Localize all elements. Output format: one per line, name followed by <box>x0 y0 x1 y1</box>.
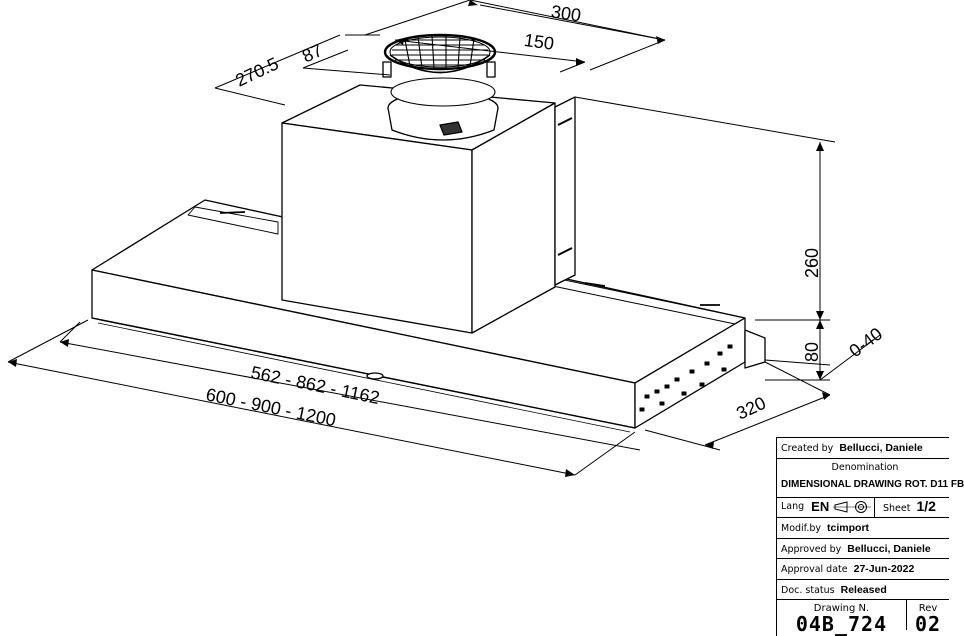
projection-symbol-icon <box>833 501 872 514</box>
created-by-row: Created by Bellucci, Daniele <box>777 438 949 459</box>
status-label: Doc. status <box>781 584 835 596</box>
created-by-label: Created by <box>781 443 834 454</box>
dim-0-40: 0-40 <box>845 324 886 362</box>
dim-87: 87 <box>299 40 326 67</box>
dim-270-5: 270.5 <box>232 53 281 90</box>
dim-260: 260 <box>802 248 822 278</box>
denomination-row: Denomination DIMENSIONAL DRAWING ROT. D1… <box>777 459 964 498</box>
dimension-lines <box>7 0 881 476</box>
sheet-value: 1/2 <box>916 497 936 514</box>
chimney-front-face <box>281 122 473 334</box>
chimney-side-face <box>471 102 556 334</box>
approval-date-value: 27-Jun-2022 <box>853 563 915 575</box>
dim-320: 320 <box>733 393 769 424</box>
drawing-rev-row: Drawing N. 04B_724 Rev 02 <box>777 600 949 636</box>
dim-150: 150 <box>523 30 556 54</box>
lang-sheet-row: Lang EN Sheet 1/2 <box>777 497 949 518</box>
dim-80: 80 <box>802 342 822 362</box>
chimney <box>281 84 576 334</box>
approval-date-label: Approval date <box>781 564 848 575</box>
approved-value: Bellucci, Daniele <box>847 542 931 555</box>
arrowheads <box>8 0 830 477</box>
dim-300: 300 <box>550 1 583 25</box>
rev-value: 02 <box>914 612 942 636</box>
lang-value: EN <box>811 499 830 515</box>
lang-label: Lang <box>781 501 805 513</box>
denomination-label: Denomination <box>831 461 899 473</box>
denomination-value: DIMENSIONAL DRAWING ROT. D11 FB <box>781 478 964 490</box>
created-by-value: Bellucci, Daniele <box>839 442 923 454</box>
drawing-value: 04B_724 <box>795 612 888 636</box>
approval-date-row: Approval date 27-Jun-2022 <box>777 559 949 580</box>
duct-collar <box>382 61 499 141</box>
sheet-label: Sheet <box>883 502 911 514</box>
approved-row: Approved by Bellucci, Daniele <box>777 539 949 559</box>
rev-label: Rev <box>918 603 938 614</box>
title-block: Created by Bellucci, Daniele Denominatio… <box>776 437 964 636</box>
status-value: Released <box>840 583 887 596</box>
modif-label: Modif.by <box>781 523 822 534</box>
approved-label: Approved by <box>781 543 842 555</box>
status-row: Doc. status Released <box>777 580 949 600</box>
drawing-label: Drawing N. <box>813 603 870 614</box>
modif-value: tcimport <box>827 522 870 534</box>
modif-row: Modif.by tcimport <box>777 518 949 539</box>
